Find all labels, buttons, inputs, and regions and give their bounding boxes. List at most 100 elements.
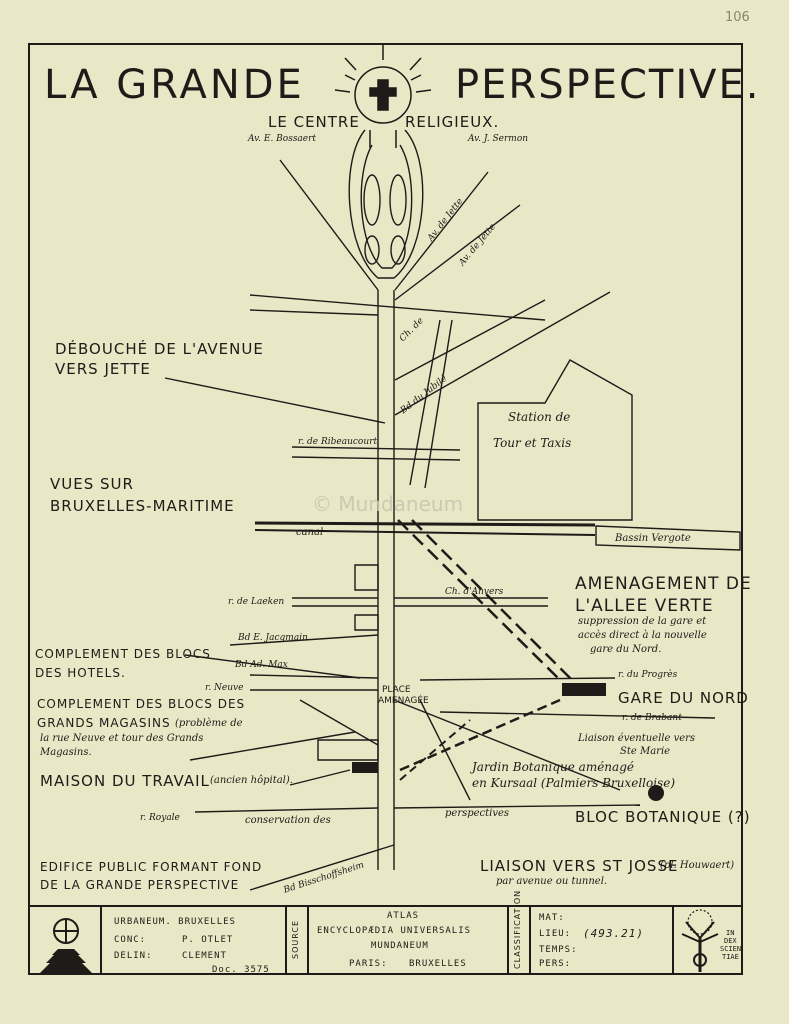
label-maison-travail: MAISON DU TRAVAIL [40, 772, 210, 790]
footer-classification: CLASSIFICATION [513, 889, 522, 969]
footer-paris-label: PARIS: [349, 959, 388, 969]
label-ch-anvers: Ch. d'Anvers [445, 587, 504, 597]
label-amenagement-2: L'ALLEE VERTE [575, 596, 714, 616]
liaison-dashed-2 [399, 719, 471, 781]
title-right: PERSPECTIVE. [455, 62, 761, 108]
label-av-sermon: Av. J. Sermon [468, 134, 529, 144]
label-complement-mag-1: COMPLEMENT DES BLOCS DES [37, 697, 246, 711]
oval-bed-4 [390, 235, 406, 265]
label-bloc-botanique: BLOC BOTANIQUE (?) [575, 808, 751, 826]
label-amenagement-1: AMENAGEMENT DE [575, 574, 752, 594]
label-complement-mag-note-2: la rue Neuve et tour des Grands [40, 733, 204, 744]
label-station-2: Tour et Taxis [493, 436, 572, 450]
label-perspectives: perspectives [445, 808, 510, 819]
road-right-branch-3 [394, 299, 546, 381]
block-b [354, 614, 379, 631]
label-amenagement-note-2: accès direct à la nouvelle [578, 630, 707, 641]
gare-nord-block [562, 683, 606, 696]
road-diagonal-long [394, 291, 611, 416]
footer-doc: Doc. 3575 [212, 965, 270, 975]
street-ribeaucourt-b [291, 456, 461, 461]
label-amenagement-note-1: suppression de la gare et [578, 616, 707, 627]
leader-debouche [164, 377, 386, 424]
label-debouche-1: DÉBOUCHÉ DE L'AVENUE [55, 340, 264, 358]
oval-bed-3 [364, 235, 380, 265]
metadata-cell: MAT: LIEU: (493.21) TEMPS: PERS: [529, 907, 672, 975]
label-r-laeken: r. de Laeken [228, 597, 285, 607]
source-cell: SOURCE [285, 907, 307, 975]
footer-org: URBANEUM. BRUXELLES [114, 917, 236, 927]
label-r-royale: r. Royale [140, 813, 180, 823]
label-r-ribeaucourt: r. de Ribeaucourt [298, 437, 378, 447]
label-edifice-1: EDIFICE PUBLIC FORMANT FOND [40, 860, 263, 874]
atlas-cell: ATLAS ENCYCLOPÆDIA UNIVERSALIS MUNDANEUM… [307, 907, 507, 975]
label-liaison-josse-note2: par avenue ou tunnel. [496, 876, 608, 887]
street-1 [249, 294, 546, 321]
diagonal-2 [393, 699, 621, 791]
label-debouche-2: VERS JETTE [55, 360, 151, 378]
corner-number: 106 [725, 10, 750, 25]
logo-cell [30, 907, 100, 975]
bassin-outline [595, 525, 741, 551]
label-liaison-marie-1: Liaison éventuelle vers [578, 733, 696, 744]
station-outline [477, 359, 633, 521]
label-liaison-josse: LIAISON VERS ST JOSSE [480, 857, 679, 875]
label-place-1: PLACE [382, 685, 411, 695]
watermark: © Mundaneum [312, 492, 464, 516]
label-complement-mag-note-1: (problème de [175, 718, 243, 729]
road-right-branch-2 [394, 204, 521, 301]
author-cell: URBANEUM. BRUXELLES CONC: P. OTLET DELIN… [100, 907, 285, 975]
oval-bed-1 [363, 174, 381, 226]
street-royale-a [194, 807, 379, 813]
oval-bed-2 [389, 174, 407, 226]
footer-temps-label: TEMPS: [539, 945, 578, 955]
label-r-brabant: r. de Brabant [622, 713, 682, 723]
footer-mat-label: MAT: [539, 913, 565, 923]
label-vues-1: VUES SUR [50, 475, 134, 493]
motto-4: TIAE [722, 953, 739, 961]
globe-pyramid-icon [40, 918, 92, 973]
allee-verte-dashed-2 [411, 519, 573, 681]
label-religieux: RELIGIEUX. [405, 113, 500, 131]
block-c [317, 739, 379, 761]
label-complement-mag-note-3: Magasins. [40, 747, 92, 758]
label-gare-nord: GARE DU NORD [618, 689, 749, 707]
label-place-2: AMENAGÉE [378, 696, 429, 706]
label-edifice-2: DE LA GRANDE PERSPECTIVE [40, 878, 240, 892]
label-conservation: conservation des [245, 815, 331, 826]
label-vues-2: BRUXELLES-MARITIME [50, 497, 235, 515]
leader-maison [289, 769, 351, 786]
footer-source: SOURCE [291, 919, 300, 959]
classification-cell: CLASSIFICATION [507, 890, 529, 975]
canal-line-1 [254, 521, 596, 527]
label-complement-mag-2: GRANDS MAGASINS [37, 716, 171, 730]
street-jacqmain [229, 634, 379, 646]
label-canal: canal [296, 527, 324, 538]
footer-pers-label: PERS: [539, 959, 572, 969]
maison-travail-block [352, 762, 378, 773]
footer-paris-value: BRUXELLES [409, 959, 467, 969]
footer-conc-label: CONC: [114, 935, 147, 945]
label-jardin-2: en Kursaal (Palmiers Bruxelloise) [472, 776, 675, 790]
diagonal-1 [299, 699, 379, 746]
footer-atlas: ATLAS [387, 911, 420, 921]
cross-sun-icon [334, 45, 432, 148]
street-brabant [439, 711, 716, 719]
label-bassin: Bassin Vergote [615, 533, 691, 544]
label-complement-hotels-2: DES HOTELS. [35, 666, 126, 680]
tree-emblem-icon [681, 909, 719, 972]
label-station-1: Station de [508, 410, 571, 424]
leader-magasins [189, 731, 356, 761]
leader-hotels [184, 654, 361, 679]
bloc-botanique-marker [648, 785, 664, 801]
label-liaison-marie-2: Ste Marie [620, 746, 671, 757]
title-left: LA GRANDE [44, 62, 305, 108]
motto-1: IN [726, 929, 735, 937]
block-a [354, 564, 379, 591]
label-maison-note: (ancien hôpital). [210, 775, 293, 786]
label-centre: LE CENTRE [268, 113, 360, 131]
label-bd-jacqmain: Bd E. Jacqmain [238, 633, 308, 643]
road-right-branch-1 [394, 171, 489, 291]
oval-park-inner [360, 144, 413, 269]
